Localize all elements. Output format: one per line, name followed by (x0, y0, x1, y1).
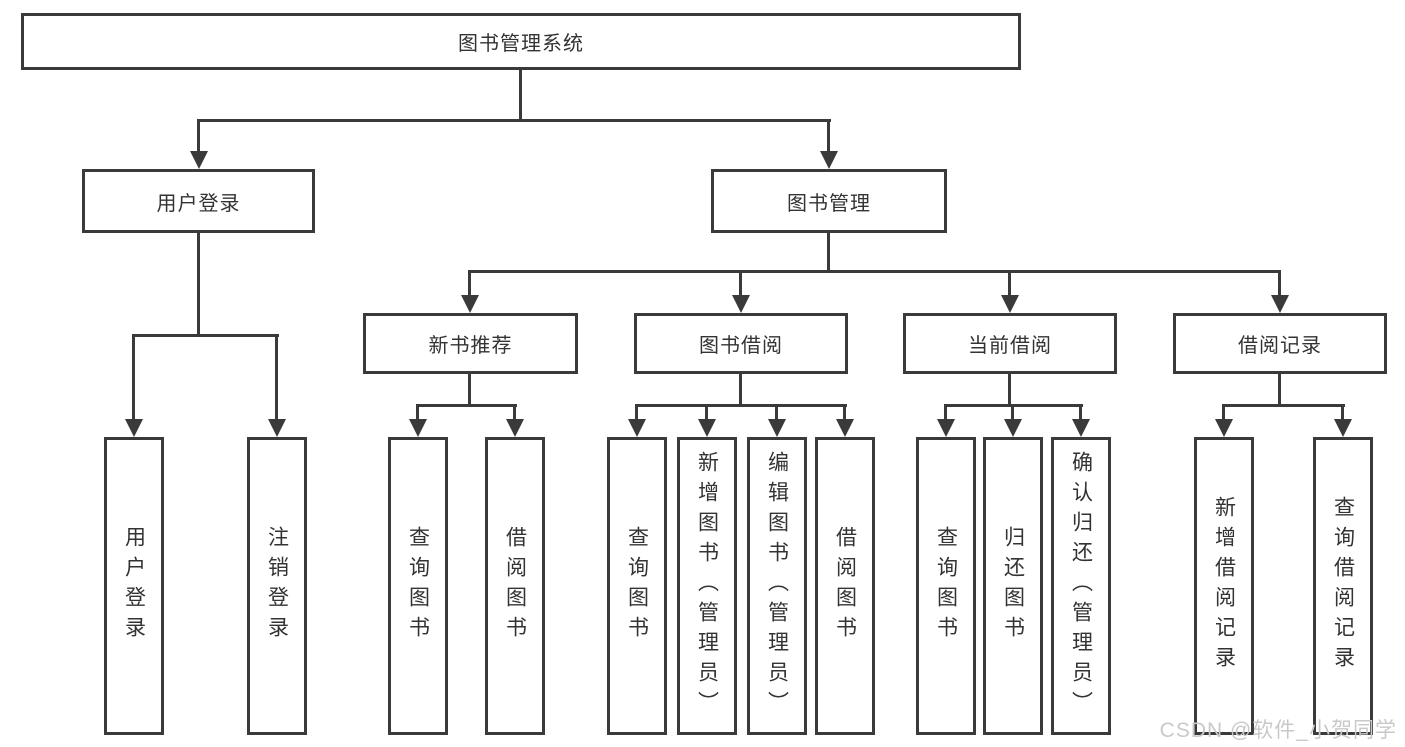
connector-line (635, 404, 847, 407)
csdn-watermark: CSDN @软件_小贺同学 (1159, 719, 1397, 742)
arrow-down-icon (768, 419, 786, 437)
leaf-add-borrow-record: 新增借阅记录 (1194, 437, 1254, 735)
connector-line (416, 404, 517, 407)
connector-line (775, 404, 778, 420)
connector-line (843, 404, 846, 420)
arrow-down-icon (125, 419, 143, 437)
connector-line (468, 374, 471, 407)
arrow-down-icon (268, 419, 286, 437)
connector-line (1278, 270, 1281, 298)
leaf-user-login: 用户登录 (104, 437, 164, 735)
leaf-borrow-book: 借阅图书 (815, 437, 875, 735)
connector-line (635, 404, 638, 420)
connector-line (1278, 374, 1281, 407)
leaf-add-book-admin: 新增图书（管理员） (677, 437, 737, 735)
arrow-down-icon (190, 151, 208, 169)
connector-line (827, 233, 830, 273)
leaf-query-current-book: 查询图书 (916, 437, 976, 735)
arrow-down-icon (409, 419, 427, 437)
leaf-borrow-book-recommend: 借阅图书 (485, 437, 545, 735)
connector-line (197, 119, 200, 152)
connector-line (519, 69, 522, 122)
arrow-down-icon (937, 419, 955, 437)
connector-line (1341, 404, 1344, 420)
connector-line (468, 270, 471, 298)
leaf-logout: 注销登录 (247, 437, 307, 735)
arrow-down-icon (506, 419, 524, 437)
node-book-borrow: 图书借阅 (634, 313, 848, 374)
arrow-down-icon (836, 419, 854, 437)
arrow-down-icon (1215, 419, 1233, 437)
node-new-book-recommend: 新书推荐 (363, 313, 578, 374)
arrow-down-icon (1004, 419, 1022, 437)
arrow-down-icon (1072, 419, 1090, 437)
connector-line (416, 404, 419, 420)
connector-line (197, 119, 831, 122)
arrow-down-icon (1334, 419, 1352, 437)
arrow-down-icon (1271, 295, 1289, 313)
arrow-down-icon (1001, 295, 1019, 313)
arrow-down-icon (461, 295, 479, 313)
connector-line (1011, 404, 1014, 420)
arrow-down-icon (628, 419, 646, 437)
arrow-down-icon (698, 419, 716, 437)
connector-line (1222, 404, 1345, 407)
connector-line (1079, 404, 1082, 420)
connector-line (132, 334, 279, 337)
node-library-management-system: 图书管理系统 (21, 13, 1021, 70)
node-current-borrow: 当前借阅 (903, 313, 1117, 374)
leaf-return-book: 归还图书 (983, 437, 1043, 735)
node-user-login: 用户登录 (82, 169, 315, 233)
connector-line (1008, 374, 1011, 407)
connector-line (827, 119, 830, 152)
connector-line (944, 404, 947, 420)
connector-line (1222, 404, 1225, 420)
node-borrow-record: 借阅记录 (1173, 313, 1387, 374)
node-book-management: 图书管理 (711, 169, 947, 233)
connector-line (468, 270, 1281, 273)
connector-line (739, 374, 742, 407)
arrow-down-icon (732, 295, 750, 313)
leaf-query-book: 查询图书 (607, 437, 667, 735)
connector-line (705, 404, 708, 420)
connector-line (1008, 270, 1011, 298)
leaf-query-book-recommend: 查询图书 (388, 437, 448, 735)
connector-line (197, 233, 200, 337)
leaf-edit-book-admin: 编辑图书（管理员） (747, 437, 807, 735)
connector-line (132, 334, 135, 420)
leaf-query-borrow-record: 查询借阅记录 (1313, 437, 1373, 735)
connector-line (513, 404, 516, 420)
connector-line (275, 334, 278, 420)
connector-line (739, 270, 742, 298)
leaf-confirm-return-admin: 确认归还（管理员） (1051, 437, 1111, 735)
arrow-down-icon (820, 151, 838, 169)
